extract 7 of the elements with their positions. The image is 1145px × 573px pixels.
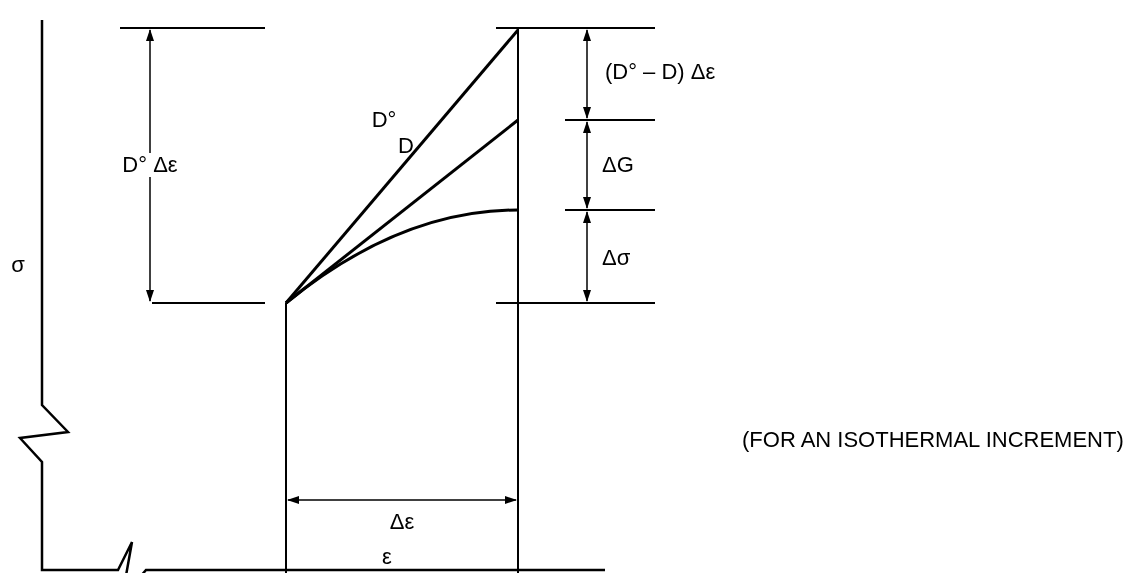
axis-label: ε	[382, 545, 392, 569]
line-label: D°	[371, 108, 397, 132]
line-label: D	[398, 134, 414, 158]
dimension-label: Δε	[389, 510, 415, 534]
axis-label: σ	[11, 253, 25, 277]
note: (FOR AN ISOTHERMAL INCREMENT)	[742, 428, 1124, 452]
dimension-label: (D° – D) Δε	[605, 60, 716, 84]
